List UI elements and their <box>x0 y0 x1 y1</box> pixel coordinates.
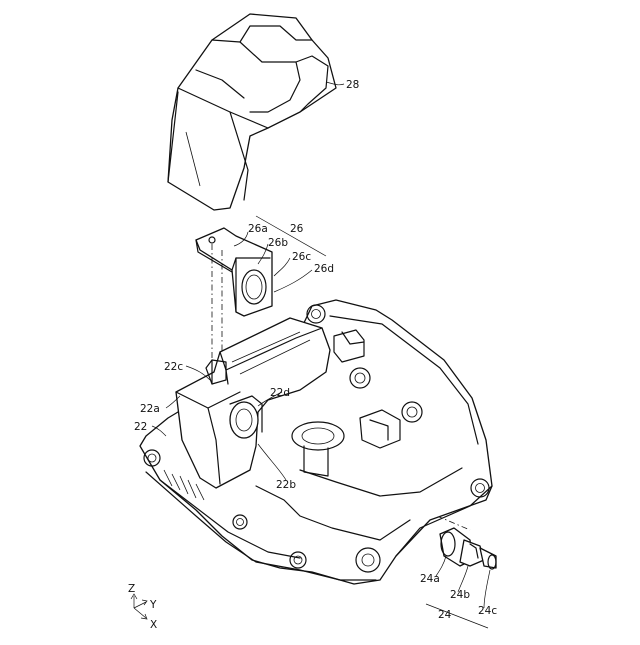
axis-x-label: X <box>150 619 157 631</box>
label-26c: 26c <box>292 251 311 263</box>
label-26a: 26a <box>248 223 268 235</box>
cover-part-28 <box>168 14 336 210</box>
label-24b: 24b <box>450 589 470 601</box>
bracket-part-26 <box>196 228 272 316</box>
label-24a: 24a <box>420 573 440 585</box>
sensor-part-24 <box>440 528 496 569</box>
label-24c: 24c <box>478 605 497 617</box>
label-28: 28 <box>346 79 359 91</box>
label-22b: 22b <box>276 479 296 491</box>
label-26d: 26d <box>314 263 334 275</box>
label-24: 24 <box>438 609 452 621</box>
axis-indicator: Z Y X <box>128 583 157 631</box>
axis-y-label: Y <box>149 599 157 611</box>
label-22d: 22d <box>270 387 290 399</box>
label-26b: 26b <box>268 237 288 249</box>
label-26: 26 <box>290 223 304 235</box>
label-22: 22 <box>134 421 147 433</box>
label-22c: 22c <box>164 361 183 373</box>
label-22a: 22a <box>140 403 160 415</box>
axis-z-label: Z <box>128 583 135 595</box>
